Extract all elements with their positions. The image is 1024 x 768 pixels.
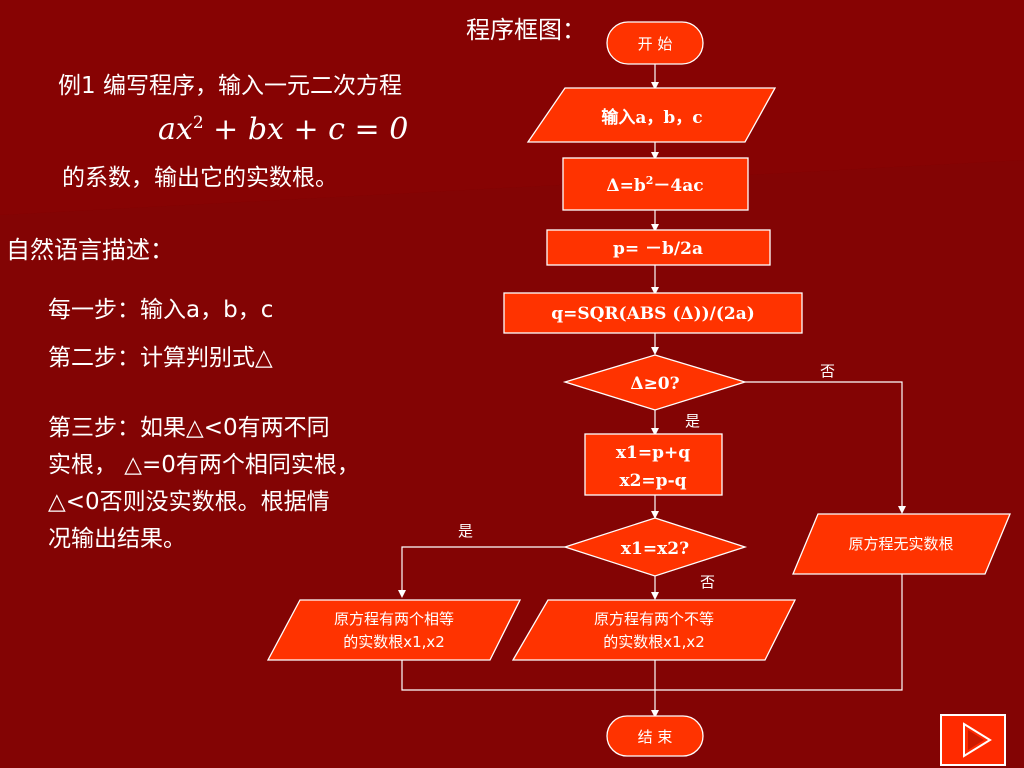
output-equal-line-2: 的实数根x1,x2 — [343, 633, 445, 651]
decision-1-yes-label: 是 — [685, 412, 700, 430]
description-heading: 自然语言描述： — [6, 236, 174, 264]
play-triangle-icon — [963, 722, 992, 758]
example-line-2: 的系数，输出它的实数根。 — [62, 165, 338, 191]
input-parallelogram: 输入a，b，c — [526, 87, 777, 143]
output-equal-line-1: 原方程有两个相等 — [334, 610, 454, 628]
delta-formula: Δ=b2－4ac — [606, 174, 703, 196]
delta-formula-exponent: 2 — [646, 174, 654, 187]
next-slide-button[interactable] — [940, 714, 1006, 766]
root-x2-formula: x2=p-q — [619, 471, 686, 491]
step-3-line-2: 实根， △=0有两个相同实根， — [48, 452, 360, 478]
equation-rest: + bx + c = 0 — [203, 112, 409, 147]
step-3-line-3: △<0否则没实数根。根据情 — [48, 489, 330, 515]
p-formula: p= －b/2a — [613, 239, 703, 259]
connectors — [398, 64, 906, 718]
equation-exponent: 2 — [192, 113, 204, 133]
start-label: 开 始 — [638, 35, 673, 53]
equation-term-ax: ax — [158, 112, 193, 147]
decision-delta-nonnegative: Δ≥0? — [562, 354, 748, 411]
output-no-real-roots-label: 原方程无实数根 — [848, 535, 953, 553]
delta-formula-part-2: －4ac — [653, 176, 703, 196]
output-unequal-line-1: 原方程有两个不等 — [594, 610, 714, 628]
end-terminal: 结 束 — [606, 715, 704, 757]
end-label: 结 束 — [638, 728, 673, 746]
root-x1-formula: x1=p+q — [616, 443, 690, 463]
step-1: 每一步：输入a，b，c — [48, 297, 274, 323]
decision-2-no-label: 否 — [700, 573, 715, 591]
decision-2-label: x1=x2? — [621, 539, 689, 559]
decision-roots-equal: x1=x2? — [562, 517, 748, 577]
decision-1-label: Δ≥0? — [630, 374, 679, 394]
decision-1-no-label: 否 — [820, 362, 835, 380]
output-unequal-roots: 原方程有两个不等 的实数根x1,x2 — [511, 599, 797, 661]
delta-formula-part-1: Δ=b — [606, 176, 645, 196]
delta-process-box: Δ=b2－4ac — [562, 157, 749, 211]
p-process-box: p= －b/2a — [546, 229, 771, 266]
step-2: 第二步：计算判别式△ — [48, 345, 273, 371]
output-equal-roots: 原方程有两个相等 的实数根x1,x2 — [266, 599, 522, 661]
output-unequal-line-2: 的实数根x1,x2 — [603, 633, 705, 651]
output-no-real-roots: 原方程无实数根 — [792, 513, 1011, 575]
start-terminal: 开 始 — [606, 21, 704, 65]
step-3-line-1: 第三步：如果△<0有两不同 — [48, 415, 330, 441]
decision-2-yes-label: 是 — [458, 522, 473, 540]
input-label: 输入a，b，c — [601, 107, 702, 128]
diagram-title: 程序框图： — [466, 16, 586, 44]
q-formula: q=SQR(ABS (Δ))/(2a) — [551, 304, 755, 324]
roots-process-box: x1=p+q x2=p-q — [584, 433, 723, 496]
quadratic-equation: ax2 + bx + c = 0 — [158, 112, 408, 147]
q-process-box: q=SQR(ABS (Δ))/(2a) — [503, 292, 803, 334]
example-line-1: 例1 编写程序，输入一元二次方程 — [58, 73, 402, 99]
step-3-line-4: 况输出结果。 — [48, 526, 186, 552]
